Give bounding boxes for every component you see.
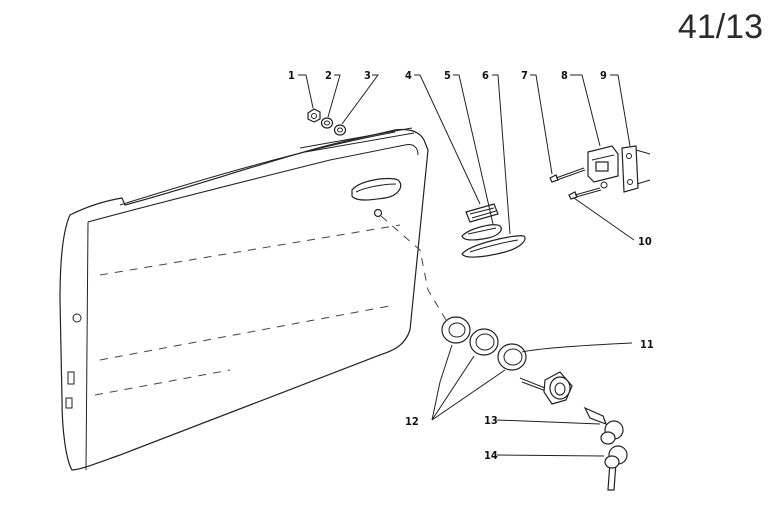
handle-gasket-part-5 — [461, 224, 502, 241]
lock-gasket-part-12c — [497, 343, 527, 371]
washer-part-3 — [333, 124, 347, 136]
callout-2: 2 — [325, 69, 332, 82]
lock-gasket-part-12a — [441, 316, 471, 344]
callout-13: 13 — [484, 414, 498, 427]
callout-labels: 1 2 3 4 5 6 7 8 9 10 11 12 13 14 — [288, 69, 654, 462]
screw-part-7 — [549, 167, 586, 183]
washer-part-2 — [320, 117, 334, 129]
door-panel — [59, 127, 429, 471]
callout-5: 5 — [444, 69, 451, 82]
screw-part-10 — [568, 187, 602, 200]
callout-9: 9 — [600, 69, 607, 82]
lock-gasket-part-12b — [469, 328, 499, 356]
nut-part-1 — [307, 108, 321, 123]
leader-lines — [298, 74, 635, 457]
lock-cylinder-part-11 — [519, 371, 573, 405]
handle-seal-part-6 — [461, 235, 526, 258]
callout-3: 3 — [364, 69, 371, 82]
key-part-14 — [604, 445, 628, 491]
catch-bracket-part-9 — [621, 145, 651, 193]
callout-12: 12 — [405, 415, 419, 428]
callout-8: 8 — [561, 69, 568, 82]
callout-10: 10 — [638, 235, 652, 248]
callout-11: 11 — [640, 338, 654, 351]
callout-14: 14 — [484, 449, 498, 462]
callout-4: 4 — [405, 69, 412, 82]
callout-7: 7 — [521, 69, 528, 82]
callout-6: 6 — [482, 69, 489, 82]
callout-1: 1 — [288, 69, 295, 82]
door-catch-part-8 — [587, 145, 619, 189]
handle-plate-part-4 — [465, 203, 499, 223]
key-part-13 — [583, 406, 624, 445]
page-number: 41/13 — [677, 8, 763, 46]
